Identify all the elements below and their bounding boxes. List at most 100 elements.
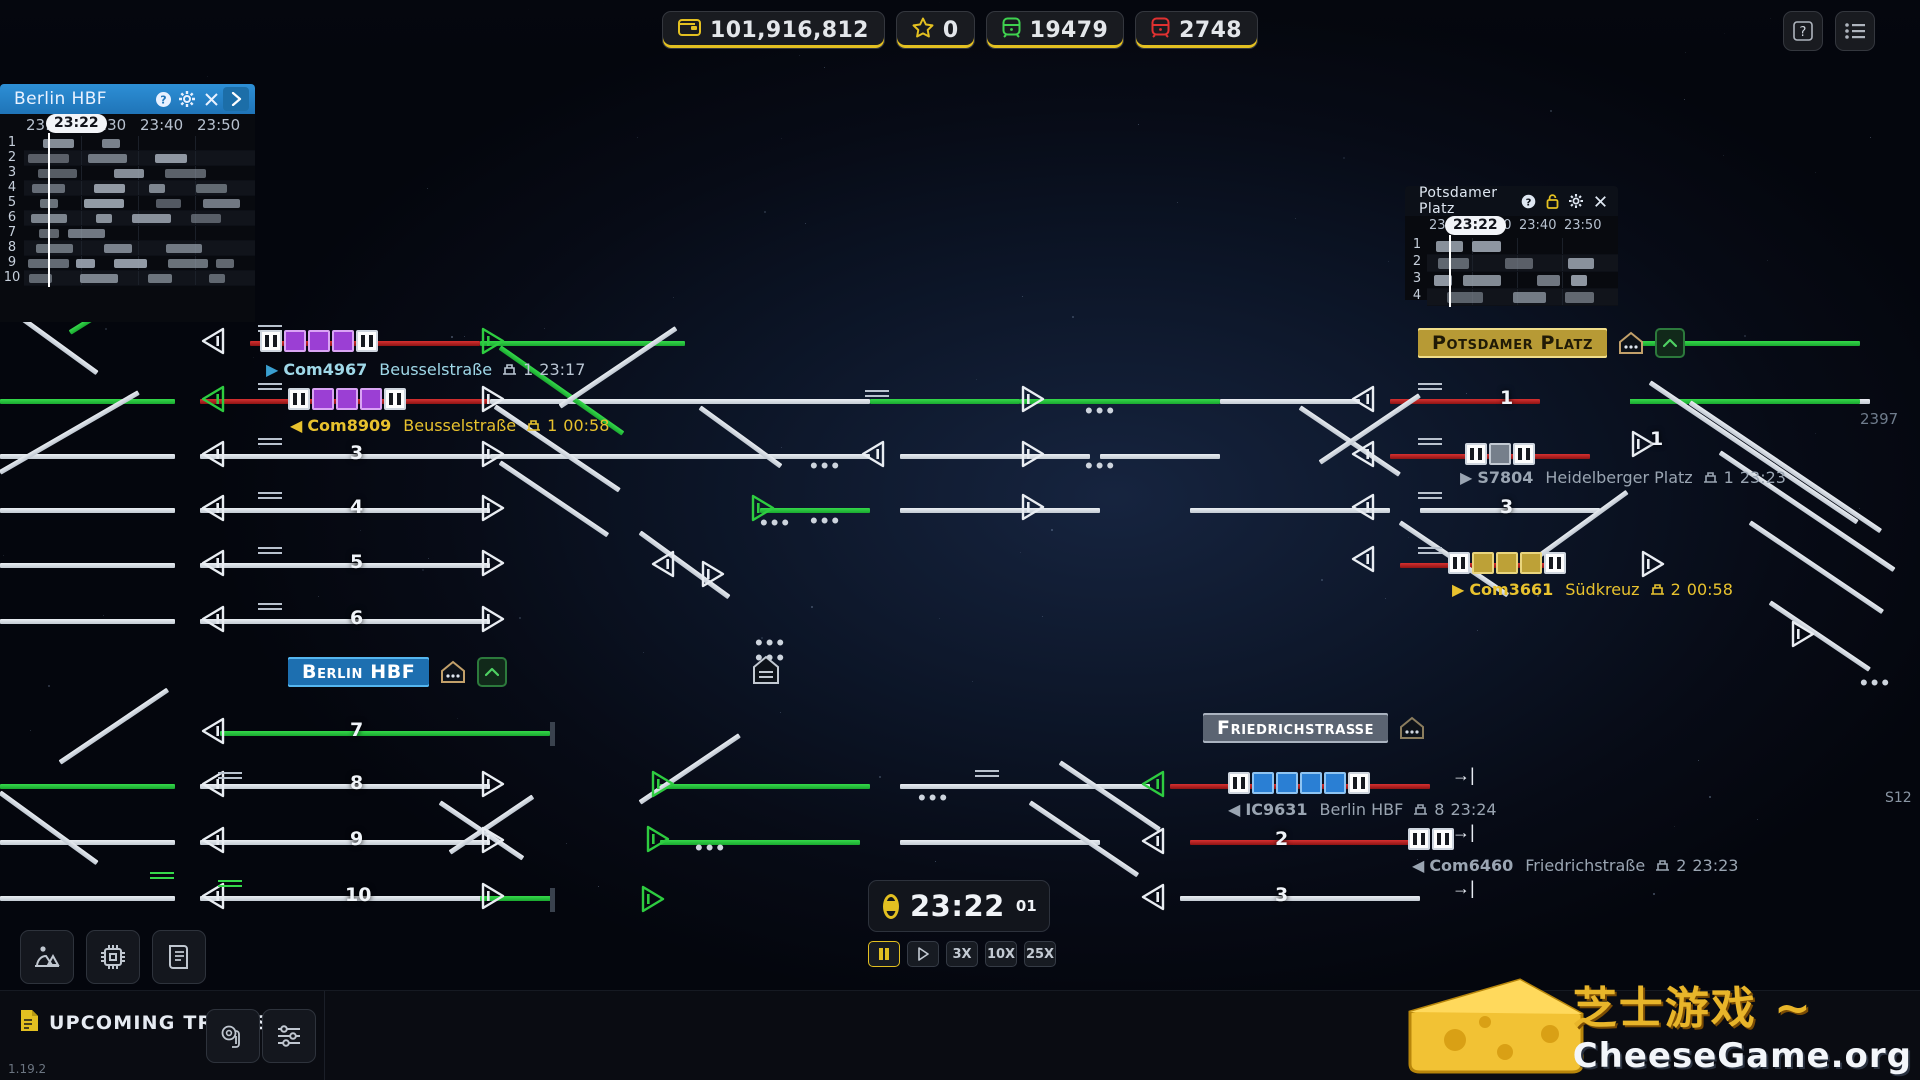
close-icon[interactable]	[1588, 189, 1612, 213]
schedule-row[interactable]: 1	[1413, 237, 1618, 255]
signal-plate[interactable]	[1418, 383, 1442, 391]
track-segment[interactable]	[1420, 508, 1600, 513]
route-dots[interactable]: •••	[1085, 453, 1118, 478]
track-segment[interactable]	[0, 508, 175, 513]
schedule-row[interactable]: 1	[8, 135, 255, 151]
stop-icon[interactable]	[883, 893, 899, 919]
track-segment[interactable]	[1190, 840, 1430, 845]
track-segment[interactable]	[1020, 399, 1220, 404]
signal-right[interactable]	[480, 440, 506, 473]
schedule-train-block[interactable]	[196, 184, 227, 193]
train-Com4967[interactable]	[260, 330, 380, 352]
signal-right[interactable]	[1020, 440, 1046, 473]
schedule-row[interactable]: 2	[8, 150, 255, 166]
signal-plate[interactable]	[258, 547, 282, 555]
station-label[interactable]: Berlin HBF	[288, 657, 430, 687]
schedule-train-block[interactable]	[76, 259, 95, 268]
schedule-train-block[interactable]	[166, 244, 202, 253]
train-car[interactable]	[1496, 552, 1518, 574]
schedule-row[interactable]: 9	[8, 255, 255, 271]
track-segment[interactable]	[1180, 896, 1420, 901]
track-segment[interactable]	[1100, 454, 1220, 459]
signal-right[interactable]	[480, 826, 506, 859]
signal-right[interactable]	[480, 327, 506, 360]
money-counter[interactable]: 101,916,812	[662, 11, 885, 49]
train-Com8909[interactable]	[288, 388, 408, 410]
schedule-train-block[interactable]	[1505, 258, 1533, 269]
locomotive[interactable]	[356, 330, 378, 352]
signal-right[interactable]	[480, 494, 506, 527]
track-segment[interactable]	[0, 619, 175, 624]
station-badge-berlin-hbf[interactable]: Berlin HBF	[288, 657, 508, 687]
signal-plate[interactable]	[258, 492, 282, 500]
schedule-train-block[interactable]	[104, 244, 132, 253]
schedule-train-block[interactable]	[216, 259, 234, 268]
schedule-row[interactable]: 3	[1413, 271, 1618, 289]
schedule-train-block[interactable]	[165, 169, 206, 178]
schedule-train-block[interactable]	[149, 184, 165, 193]
signal-left[interactable]	[200, 440, 226, 473]
locomotive[interactable]	[1432, 828, 1454, 850]
schedule-train-block[interactable]	[1472, 241, 1501, 252]
trains-late-counter[interactable]: 2748	[1135, 11, 1258, 49]
track-segment[interactable]	[760, 508, 870, 513]
schedule-train-block[interactable]	[29, 274, 52, 283]
signal-left[interactable]	[1350, 545, 1376, 578]
train-IC9631[interactable]	[1228, 772, 1372, 794]
station-badge-friedrichstrasse[interactable]: Friedrichstraße	[1203, 713, 1427, 743]
schedule-train-block[interactable]	[132, 214, 171, 223]
schedule-train-block[interactable]	[96, 214, 112, 223]
track-segment[interactable]	[0, 840, 175, 845]
signal-left[interactable]	[200, 770, 226, 803]
track-segment[interactable]	[400, 399, 490, 404]
track-segment[interactable]	[0, 896, 175, 901]
signal-left[interactable]	[200, 327, 226, 360]
train-S7804[interactable]	[1465, 443, 1537, 465]
schedule-help-button[interactable]: ?	[151, 87, 175, 111]
station-badge-potsdamer-platz[interactable]: Potsdamer Platz	[1418, 328, 1686, 358]
signal-right[interactable]	[1790, 620, 1816, 653]
schedule-train-block[interactable]	[1438, 258, 1469, 269]
track-segment[interactable]	[900, 840, 1100, 845]
train-car[interactable]	[336, 388, 358, 410]
train-car[interactable]	[1276, 772, 1298, 794]
route-dots[interactable]: •••	[760, 510, 793, 535]
track-switch[interactable]	[1768, 600, 1871, 672]
track-segment[interactable]	[200, 454, 490, 459]
track-segment[interactable]	[1640, 341, 1860, 346]
track-segment[interactable]	[1220, 399, 1360, 404]
schedule-row[interactable]: 6	[8, 210, 255, 226]
track-segment[interactable]	[1390, 399, 1540, 404]
locomotive[interactable]	[1348, 772, 1370, 794]
locomotive[interactable]	[260, 330, 282, 352]
schedule-train-block[interactable]	[156, 199, 181, 208]
speed-button-speed-25x[interactable]: 25X	[1024, 941, 1056, 967]
route-dots[interactable]: •••	[1085, 398, 1118, 423]
track-segment[interactable]	[0, 784, 175, 789]
train-car[interactable]	[308, 330, 330, 352]
track-segment[interactable]	[900, 784, 1150, 789]
hand-gear-button[interactable]	[206, 1009, 260, 1063]
route-dots[interactable]: •••	[810, 453, 843, 478]
speed-button-pause[interactable]	[868, 941, 900, 967]
locomotive[interactable]	[1465, 443, 1487, 465]
schedule-row[interactable]: 4	[8, 180, 255, 196]
route-dots[interactable]: •••	[1860, 670, 1893, 695]
signal-plate[interactable]	[218, 772, 242, 780]
station-icon[interactable]	[1616, 328, 1646, 358]
schedule-train-block[interactable]	[114, 169, 144, 178]
locomotive[interactable]	[1408, 828, 1430, 850]
star-counter[interactable]: 0	[895, 11, 975, 49]
schedule-train-block[interactable]	[36, 244, 73, 253]
schedule-train-block[interactable]	[102, 139, 120, 148]
track-segment[interactable]	[0, 399, 175, 404]
schedule-window-potsdamer-platz[interactable]: Potsdamer Platz ? 23:2223:3023:4023:5023…	[1405, 185, 1618, 307]
signal-left[interactable]	[200, 882, 226, 915]
train-car[interactable]	[1472, 552, 1494, 574]
filters-button[interactable]	[262, 1009, 316, 1063]
schedule-row[interactable]: 7	[8, 225, 255, 241]
signal-right[interactable]	[480, 385, 506, 418]
